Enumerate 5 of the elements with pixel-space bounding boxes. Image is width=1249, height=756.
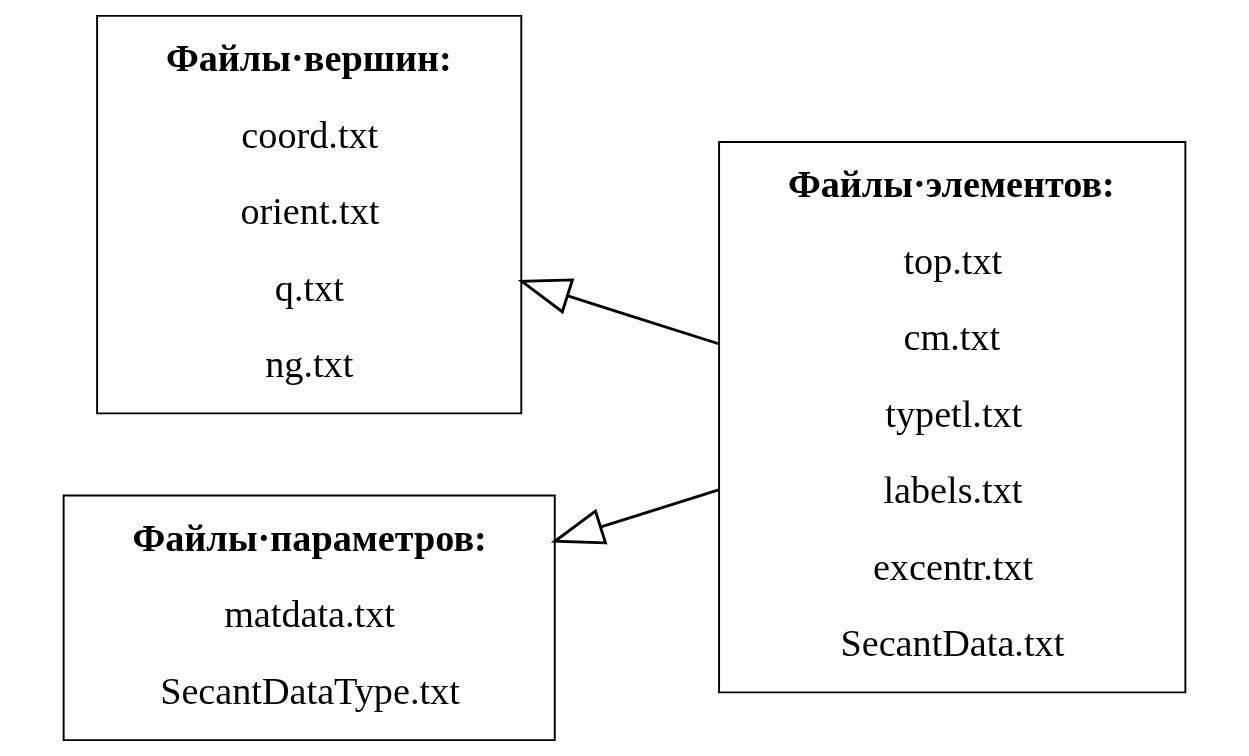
node-box: Файлы·параметров: matdata.txt SecantDataType.txt	[62, 494, 556, 742]
node-box: Файлы·вершин: coord.txt orient.txt q.txt ng.txt	[96, 14, 523, 415]
arrow	[550, 488, 720, 545]
node-box: Файлы·элементов: top.txt cm.txt typetl.txt labels.txt excentr.txt SecantData.txt	[718, 141, 1187, 694]
arrow	[517, 278, 720, 346]
